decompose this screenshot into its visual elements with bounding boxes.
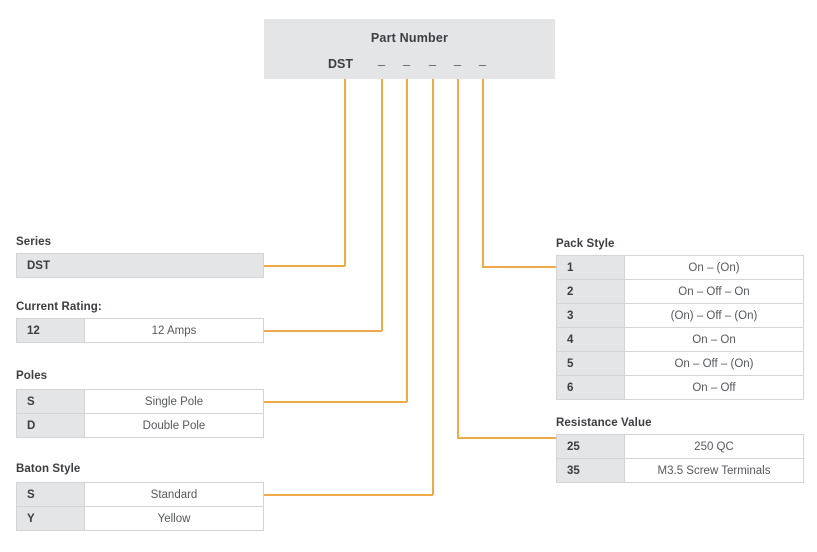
table-pack-style: 1 On – (On) 2 On – Off – On 3 (On) – Off… xyxy=(556,255,804,400)
table-row: Y Yellow xyxy=(17,507,263,531)
pack-style-code-4: 4 xyxy=(557,328,625,351)
part-number-box: Part Number DST – – – – – xyxy=(264,19,555,79)
connector-poles-horizontal xyxy=(264,401,407,403)
connector-current-rating-vertical xyxy=(381,79,383,331)
table-baton-style: S Standard Y Yellow xyxy=(16,482,264,531)
baton-style-desc-2: Yellow xyxy=(85,507,263,530)
pack-style-desc-1: On – (On) xyxy=(625,256,803,279)
part-number-prefix: DST xyxy=(328,57,353,71)
table-current-rating: 12 12 Amps xyxy=(16,318,264,343)
table-row: 1 On – (On) xyxy=(557,256,803,280)
connector-poles-vertical xyxy=(406,79,408,402)
poles-desc-1: Single Pole xyxy=(85,390,263,413)
pack-style-code-2: 2 xyxy=(557,280,625,303)
resistance-value-code-2: 35 xyxy=(557,459,625,482)
table-row: DST xyxy=(17,254,263,278)
part-number-dash-4: – xyxy=(453,57,462,72)
baton-style-desc-1: Standard xyxy=(85,483,263,506)
table-row: 3 (On) – Off – (On) xyxy=(557,304,803,328)
poles-code-1: S xyxy=(17,390,85,413)
part-number-dash-3: – xyxy=(428,57,437,72)
table-row: 4 On – On xyxy=(557,328,803,352)
table-row: 25 250 QC xyxy=(557,435,803,459)
connector-series-horizontal xyxy=(264,265,345,267)
table-row: 5 On – Off – (On) xyxy=(557,352,803,376)
current-rating-code: 12 xyxy=(17,319,85,342)
group-title-series: Series xyxy=(16,236,52,248)
table-row: S Standard xyxy=(17,483,263,507)
pack-style-code-5: 5 xyxy=(557,352,625,375)
part-number-title: Part Number xyxy=(370,31,449,45)
table-row: D Double Pole xyxy=(17,414,263,438)
series-code: DST xyxy=(17,254,263,277)
part-number-dash-2: – xyxy=(402,57,411,72)
group-title-resistance-value: Resistance Value xyxy=(556,417,652,429)
poles-code-2: D xyxy=(17,414,85,437)
pack-style-code-6: 6 xyxy=(557,376,625,399)
table-row: S Single Pole xyxy=(17,390,263,414)
pack-style-desc-2: On – Off – On xyxy=(625,280,803,303)
group-title-baton-style: Baton Style xyxy=(16,463,81,475)
pack-style-desc-6: On – Off xyxy=(625,376,803,399)
resistance-value-desc-1: 250 QC xyxy=(625,435,803,458)
baton-style-code-1: S xyxy=(17,483,85,506)
pack-style-code-3: 3 xyxy=(557,304,625,327)
connector-series-vertical xyxy=(344,79,346,266)
connector-pack-style-vertical xyxy=(482,79,484,267)
table-row: 6 On – Off xyxy=(557,376,803,400)
table-poles: S Single Pole D Double Pole xyxy=(16,389,264,438)
connector-resistance-value-horizontal xyxy=(457,437,557,439)
part-number-code: DST – – – – – xyxy=(264,57,555,87)
baton-style-code-2: Y xyxy=(17,507,85,530)
table-series: DST xyxy=(16,253,264,278)
current-rating-desc: 12 Amps xyxy=(85,319,263,342)
resistance-value-desc-2: M3.5 Screw Terminals xyxy=(625,459,803,482)
pack-style-desc-4: On – On xyxy=(625,328,803,351)
resistance-value-code-1: 25 xyxy=(557,435,625,458)
connector-pack-style-horizontal xyxy=(482,266,557,268)
table-row: 2 On – Off – On xyxy=(557,280,803,304)
pack-style-code-1: 1 xyxy=(557,256,625,279)
connector-resistance-value-vertical xyxy=(457,79,459,438)
connector-baton-style-vertical xyxy=(432,79,434,495)
connector-current-rating-horizontal xyxy=(264,330,382,332)
connector-baton-style-horizontal xyxy=(264,494,433,496)
table-row: 12 12 Amps xyxy=(17,319,263,343)
table-row: 35 M3.5 Screw Terminals xyxy=(557,459,803,483)
group-title-pack-style: Pack Style xyxy=(556,238,615,250)
group-title-current-rating: Current Rating: xyxy=(16,301,102,313)
pack-style-desc-5: On – Off – (On) xyxy=(625,352,803,375)
pack-style-desc-3: (On) – Off – (On) xyxy=(625,304,803,327)
part-number-dash-5: – xyxy=(478,57,487,72)
table-resistance-value: 25 250 QC 35 M3.5 Screw Terminals xyxy=(556,434,804,483)
group-title-poles: Poles xyxy=(16,370,48,382)
poles-desc-2: Double Pole xyxy=(85,414,263,437)
part-number-dash-1: – xyxy=(377,57,386,72)
